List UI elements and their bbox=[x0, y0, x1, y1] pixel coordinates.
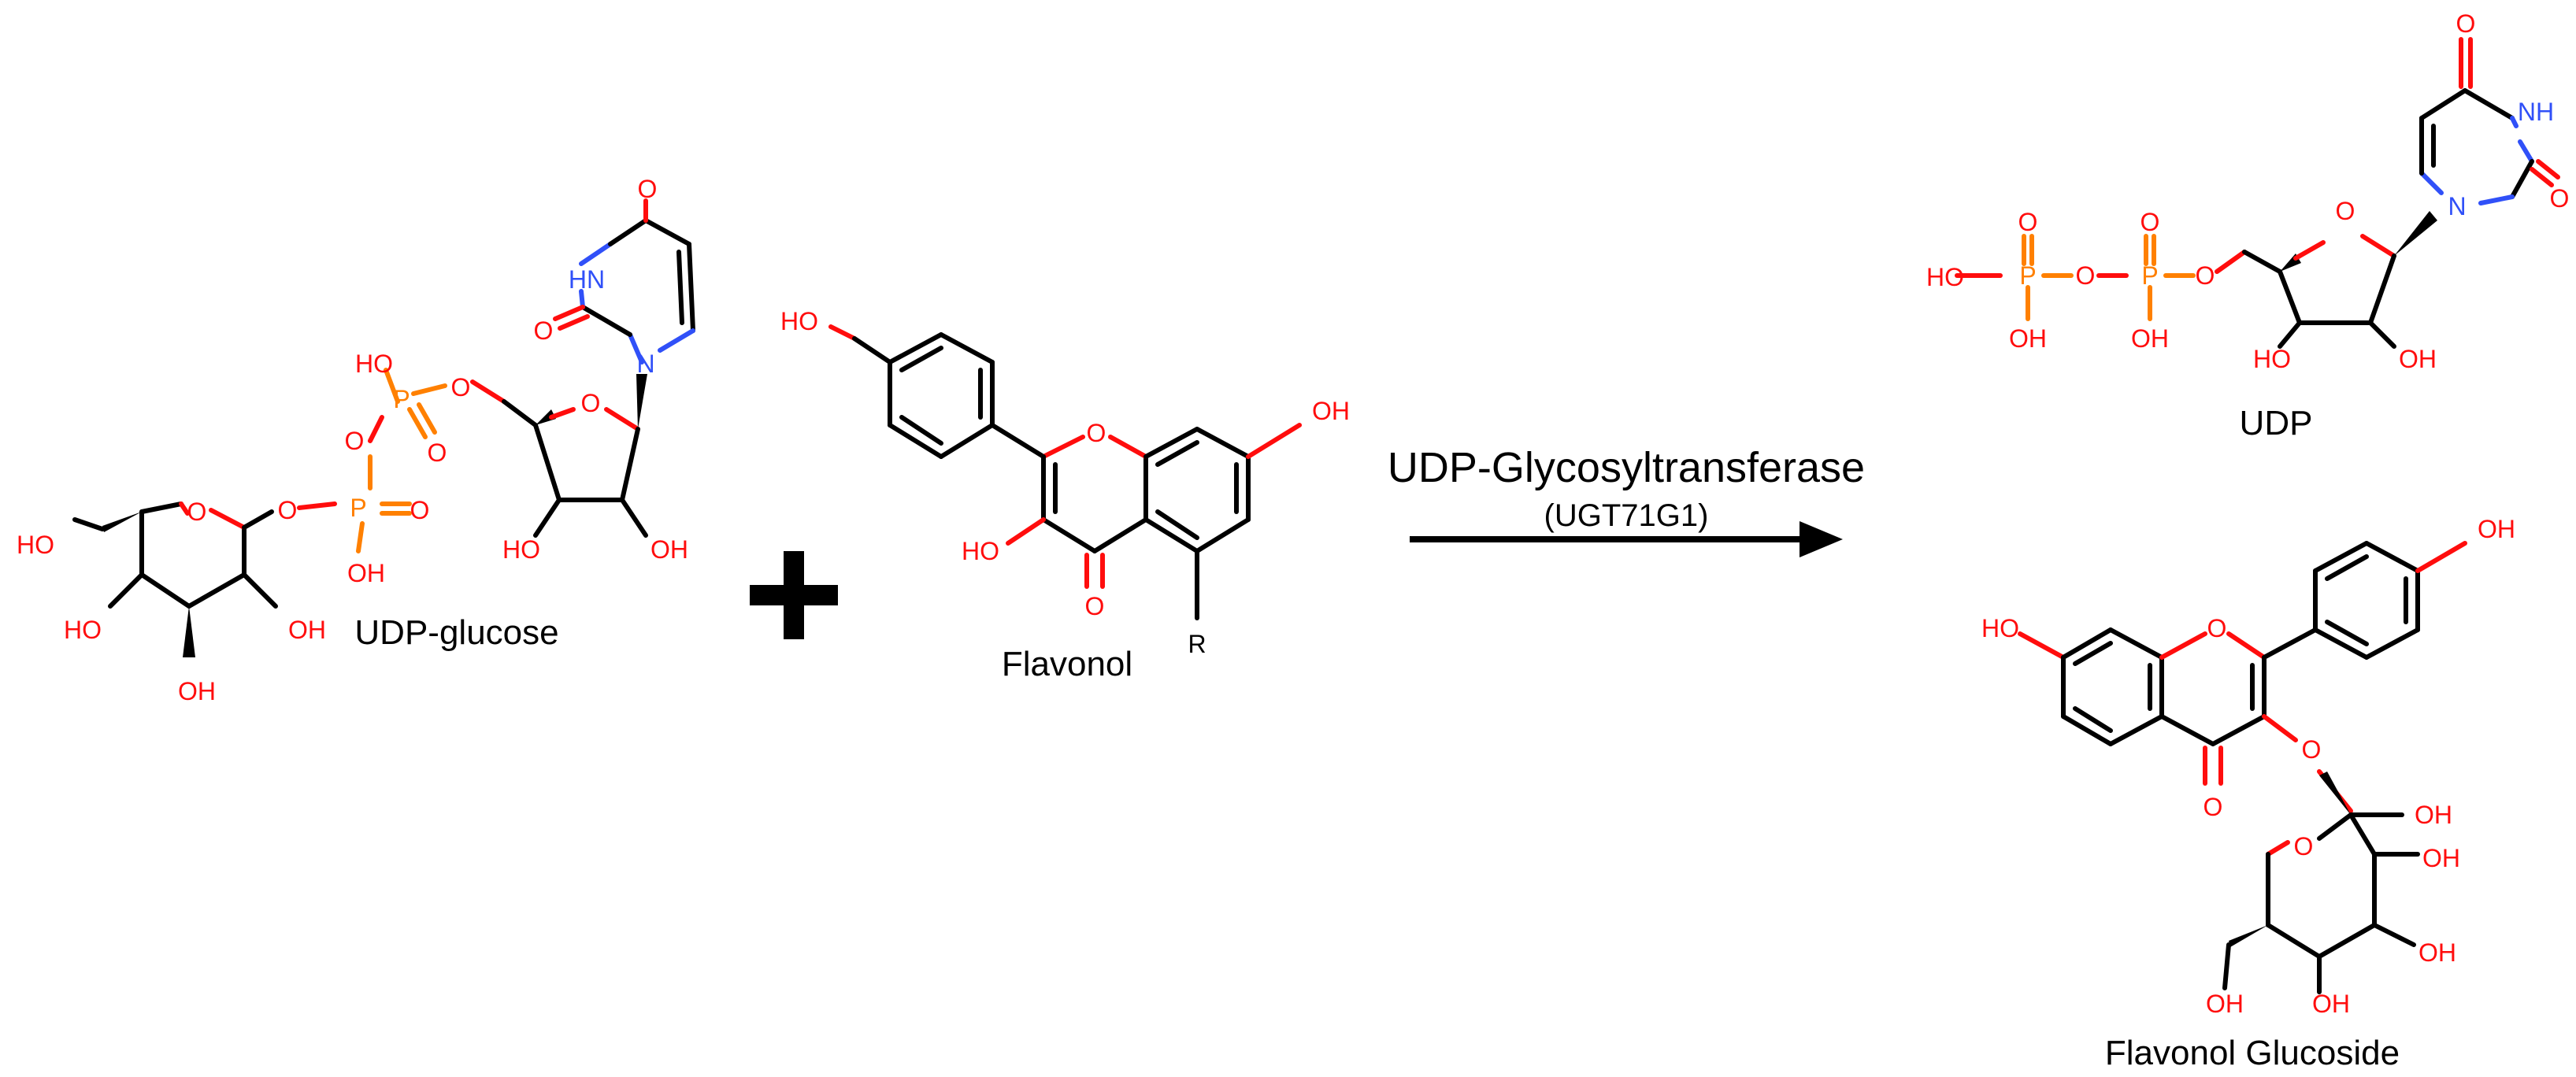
atom-o: O bbox=[2550, 184, 2570, 213]
atom-o: O bbox=[581, 389, 601, 417]
atom-o: O bbox=[410, 496, 430, 524]
atom-oh: OH bbox=[2131, 324, 2169, 353]
atom-hn: HN bbox=[569, 265, 605, 294]
atom-o: O bbox=[2294, 832, 2314, 860]
atom-oh: OH bbox=[2418, 938, 2456, 967]
udp-structure bbox=[1955, 37, 2560, 349]
atom-o: O bbox=[451, 373, 471, 402]
atom-o: O bbox=[2203, 793, 2223, 821]
atom-ho: HO bbox=[355, 350, 393, 378]
atom-oh: OH bbox=[2399, 345, 2437, 373]
udp-glucose-label: UDP-glucose bbox=[354, 613, 558, 652]
enzyme-name: UDP-Glycosyltransferase bbox=[1388, 444, 1865, 491]
atom-oh: OH bbox=[2312, 990, 2350, 1018]
atom-o: O bbox=[345, 427, 365, 455]
atom-oh: OH bbox=[650, 535, 688, 564]
atom-ho: HO bbox=[1926, 263, 1964, 291]
plus-sign bbox=[750, 551, 838, 639]
atom-oh: OH bbox=[347, 559, 385, 587]
atom-nh: NH bbox=[2518, 98, 2554, 126]
reaction-arrow bbox=[1410, 521, 1843, 557]
udp-label: UDP bbox=[2240, 404, 2313, 442]
atom-o: O bbox=[187, 498, 207, 526]
atom-ho: HO bbox=[64, 616, 102, 644]
atom-o: O bbox=[1085, 592, 1105, 620]
atom-oh: OH bbox=[2206, 990, 2244, 1018]
atom-oh: OH bbox=[2478, 515, 2515, 543]
atom-r: R bbox=[1188, 630, 1206, 658]
atom-oh: OH bbox=[2415, 801, 2452, 829]
atom-o: O bbox=[2196, 261, 2215, 290]
atom-ho: HO bbox=[17, 531, 54, 559]
flavonol-glucoside-label: Flavonol Glucoside bbox=[2105, 1034, 2400, 1072]
atom-oh: OH bbox=[178, 677, 216, 705]
atom-n: N bbox=[636, 350, 654, 378]
atom-o: O bbox=[2018, 208, 2038, 236]
atom-p: P bbox=[2141, 261, 2158, 290]
flavonol-structure bbox=[828, 324, 1302, 620]
atom-o: O bbox=[638, 175, 658, 203]
flavonol-atoms: HO O OH HO O R bbox=[780, 307, 1350, 658]
atom-oh: OH bbox=[2009, 324, 2047, 353]
atom-o: O bbox=[2140, 208, 2160, 236]
flavonol-label: Flavonol bbox=[1002, 645, 1132, 683]
atom-oh: OH bbox=[288, 616, 326, 644]
atom-o: O bbox=[534, 316, 554, 345]
atom-o: O bbox=[2207, 614, 2227, 642]
udp-glucose-structure bbox=[72, 198, 695, 657]
atom-o: O bbox=[2336, 197, 2355, 225]
atom-p: P bbox=[350, 494, 366, 522]
atom-o: O bbox=[278, 496, 298, 524]
atom-ho: HO bbox=[1981, 614, 2019, 642]
atom-o: O bbox=[2302, 735, 2322, 764]
udp-glucose-atoms: HO O O HO OH OH P O O OH P HO O O O HO O… bbox=[17, 175, 688, 705]
atom-o: O bbox=[428, 439, 447, 467]
flavonol-glucoside-structure bbox=[2018, 541, 2467, 994]
atom-oh: OH bbox=[1312, 397, 1350, 425]
atom-ho: HO bbox=[780, 307, 818, 335]
enzyme-code: (UGT71G1) bbox=[1544, 498, 1709, 533]
atom-oh: OH bbox=[2422, 844, 2460, 872]
atom-o: O bbox=[1087, 419, 1106, 447]
udp-atoms: HO P O OH O P O OH O O HO OH N NH O O bbox=[1926, 9, 2569, 373]
atom-o: O bbox=[2456, 9, 2476, 38]
atom-p: P bbox=[2019, 261, 2036, 290]
atom-ho: HO bbox=[2253, 345, 2291, 373]
atom-oh: HO bbox=[502, 535, 540, 564]
atom-n: N bbox=[2448, 192, 2466, 220]
atom-p: P bbox=[393, 385, 410, 413]
flavonol-glucoside-atoms: HO O OH O O O OH OH OH OH OH bbox=[1981, 515, 2515, 1018]
atom-o: O bbox=[2076, 261, 2096, 290]
atom-ho: HO bbox=[962, 537, 999, 565]
